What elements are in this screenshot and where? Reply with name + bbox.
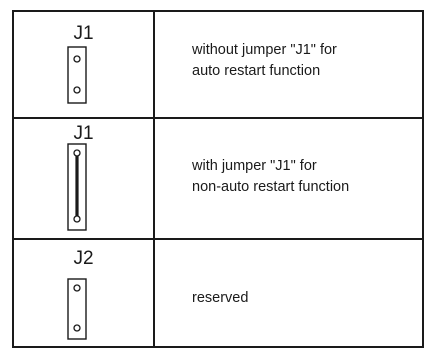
- table-row: J1 without jumper "J1" for auto restart …: [14, 12, 422, 119]
- table-row: J2 reserved: [14, 240, 422, 346]
- description-line: without jumper "J1" for: [192, 42, 337, 58]
- jumper-cell: J2: [14, 240, 155, 346]
- jumper-cell: J1: [14, 12, 155, 117]
- description-cell: without jumper "J1" for auto restart fun…: [192, 40, 337, 82]
- jumper-label: J1: [73, 123, 94, 144]
- table-row: J1 with jumper "J1" for non-auto restart…: [14, 119, 422, 240]
- jumper-cell: J1: [14, 119, 155, 238]
- jumper-table: J1 without jumper "J1" for auto restart …: [12, 10, 424, 348]
- jumper-label: J2: [73, 248, 94, 269]
- description-line: reserved: [192, 290, 249, 306]
- description-cell: with jumper "J1" for non-auto restart fu…: [192, 156, 349, 198]
- jumper-label: J1: [73, 23, 94, 44]
- jumper-open-icon: [67, 46, 87, 104]
- description-line: with jumper "J1" for: [192, 158, 317, 174]
- description-line: non-auto restart function: [192, 179, 350, 195]
- description-line: auto restart function: [192, 63, 321, 79]
- jumper-closed-icon: [67, 143, 87, 231]
- description-cell: reserved: [192, 288, 248, 309]
- jumper-open-icon: [67, 278, 87, 340]
